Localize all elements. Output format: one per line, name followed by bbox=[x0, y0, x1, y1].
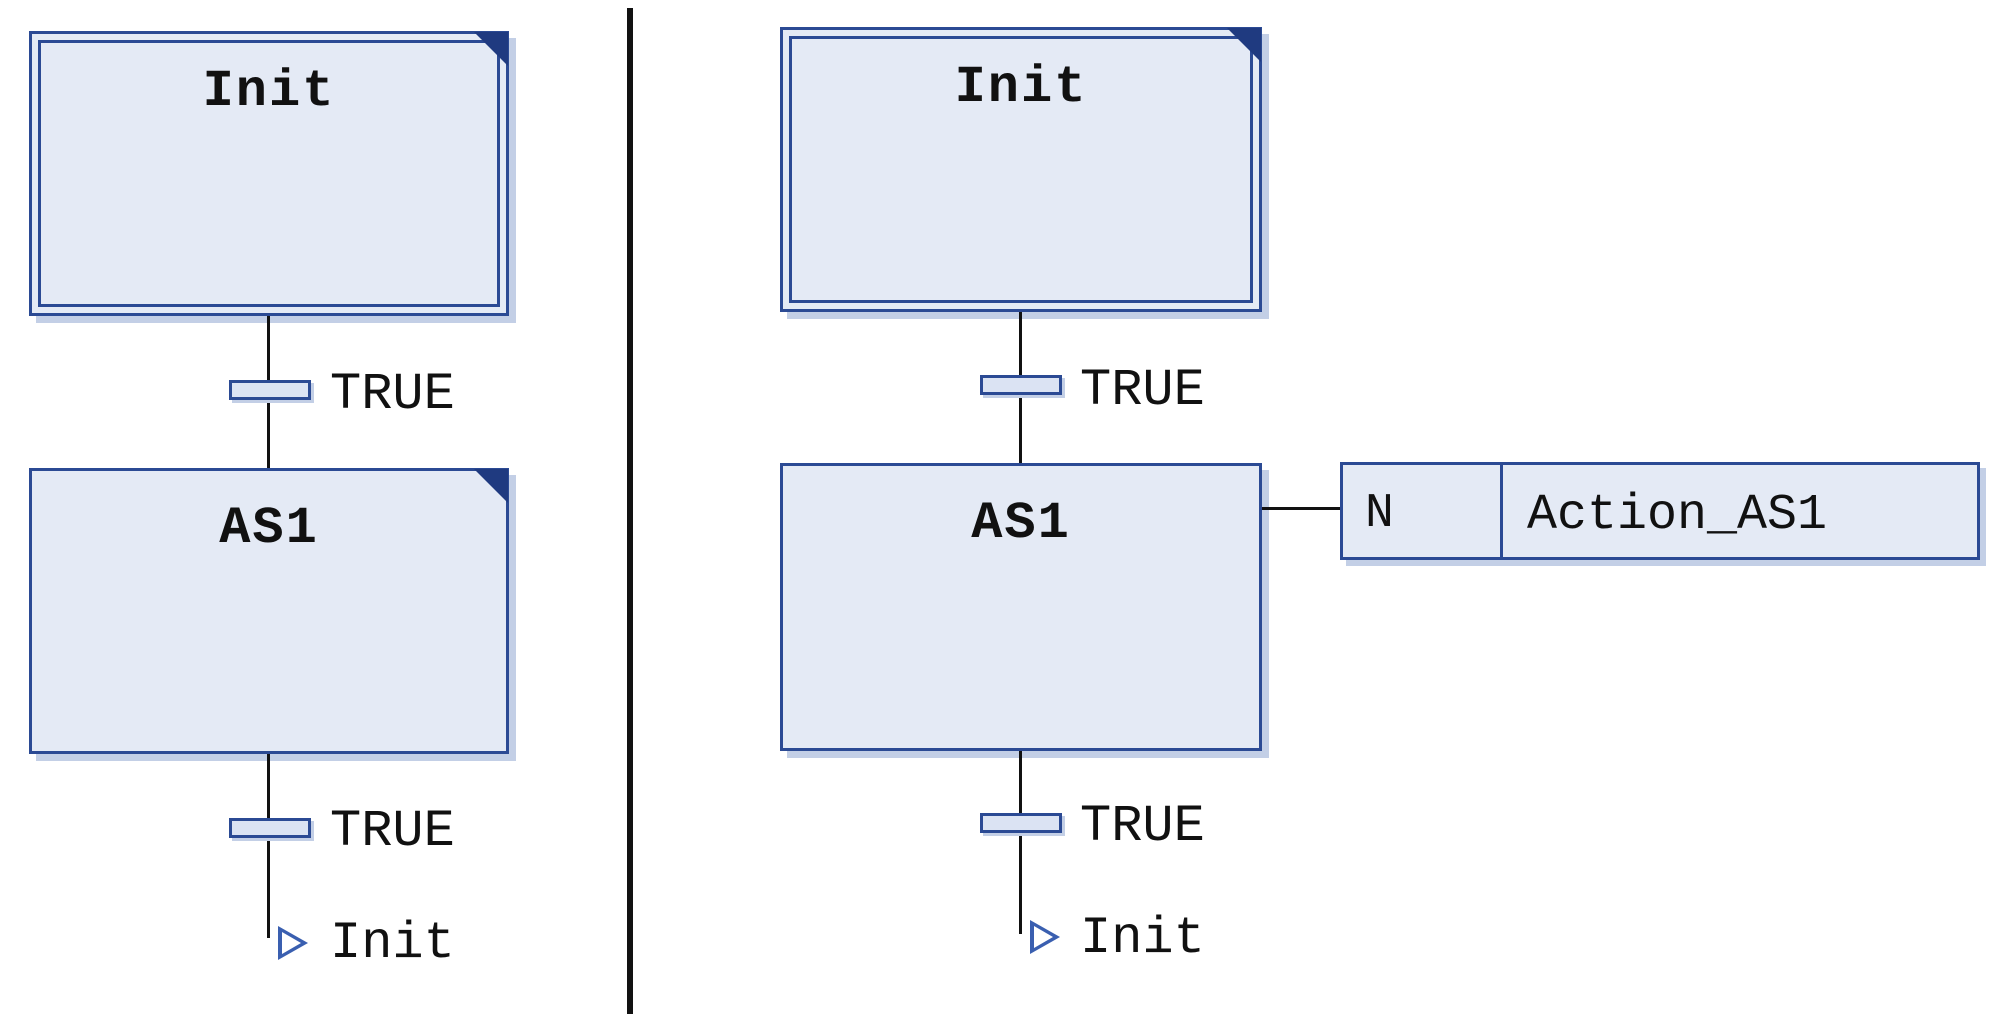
right-action-block[interactable]: N Action_AS1 bbox=[1340, 462, 1980, 560]
right-wire-as1-to-action bbox=[1262, 507, 1340, 510]
left-transition-1-condition: TRUE bbox=[330, 365, 455, 424]
left-init-corner-marker bbox=[474, 32, 508, 66]
right-jump-arrow-icon bbox=[1030, 920, 1060, 954]
left-transition-2[interactable] bbox=[229, 818, 311, 838]
left-transition-2-condition: TRUE bbox=[330, 802, 455, 861]
right-transition-1-condition: TRUE bbox=[1080, 361, 1205, 420]
left-init-step-name: Init bbox=[202, 62, 336, 121]
right-action-qualifier: N bbox=[1343, 465, 1503, 557]
left-as1-step-name: AS1 bbox=[219, 499, 319, 558]
right-jump-target: Init bbox=[1080, 909, 1205, 968]
right-wire-as1-to-jump bbox=[1019, 751, 1022, 934]
left-as1-corner-marker bbox=[474, 469, 508, 503]
right-init-step-name: Init bbox=[954, 58, 1088, 117]
left-step-as1[interactable]: AS1 bbox=[29, 468, 509, 754]
left-transition-1[interactable] bbox=[229, 380, 311, 400]
right-transition-1[interactable] bbox=[980, 375, 1062, 395]
right-transition-2-condition: TRUE bbox=[1080, 797, 1205, 856]
chart-divider bbox=[627, 8, 633, 1014]
left-jump-target: Init bbox=[330, 914, 455, 973]
right-init-corner-marker bbox=[1227, 28, 1261, 62]
right-action-name: Action_AS1 bbox=[1527, 487, 1828, 544]
right-as1-step-name: AS1 bbox=[971, 494, 1071, 553]
right-step-as1[interactable]: AS1 bbox=[780, 463, 1262, 751]
right-initial-step-init[interactable]: Init bbox=[780, 27, 1262, 312]
left-wire-as1-to-jump bbox=[267, 754, 270, 938]
left-jump-arrow-icon bbox=[278, 926, 308, 960]
left-initial-step-init[interactable]: Init bbox=[29, 31, 509, 316]
right-transition-2[interactable] bbox=[980, 813, 1062, 833]
